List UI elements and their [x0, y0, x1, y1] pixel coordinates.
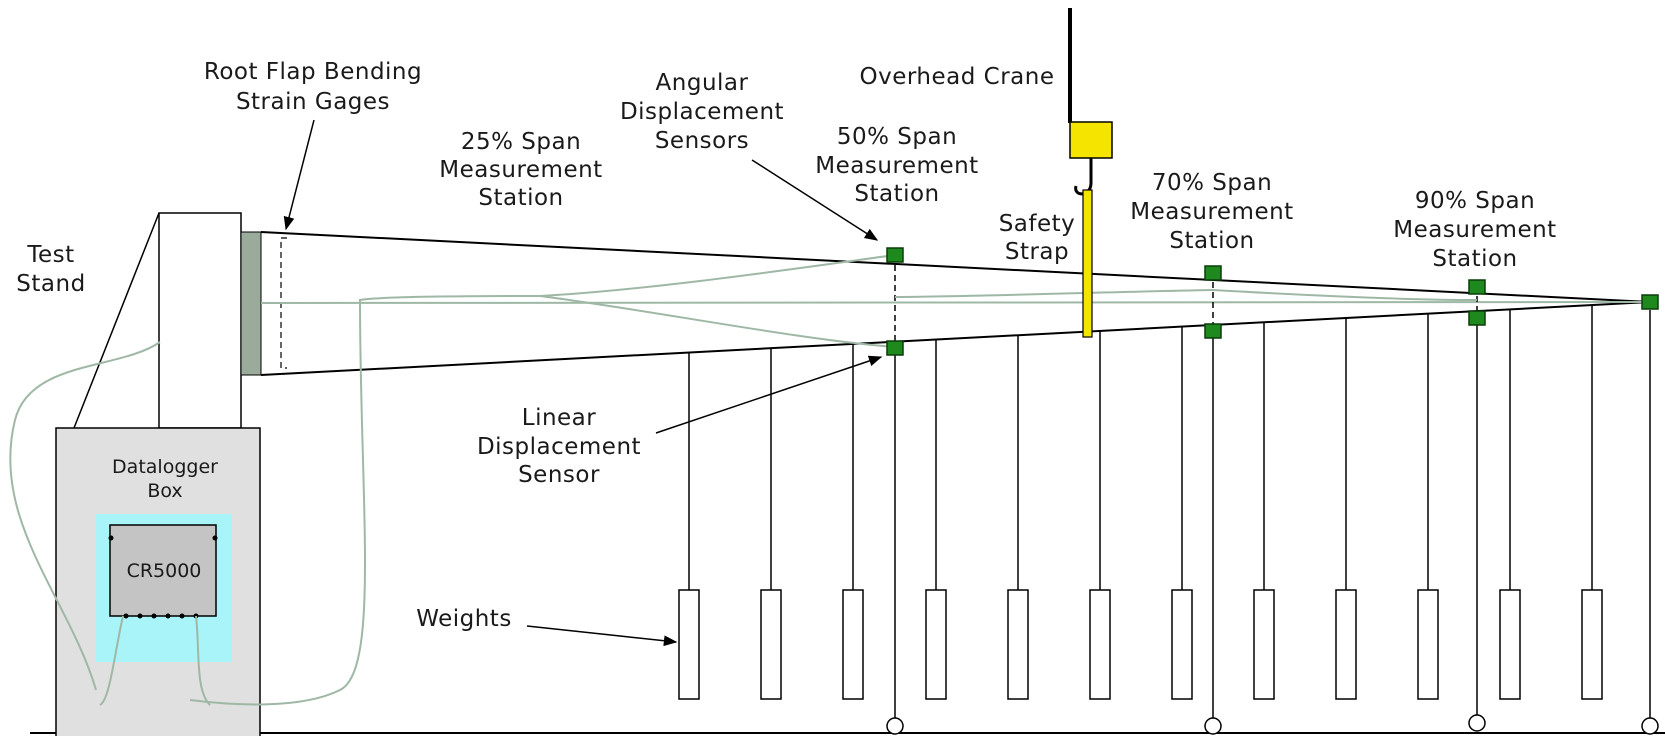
span90-label-3: Station	[1432, 246, 1517, 272]
weight	[760, 589, 782, 700]
floor-pivot	[1468, 714, 1486, 732]
span90-label-2: Measurement	[1393, 217, 1556, 243]
blade-root-plate	[240, 231, 262, 376]
crane-block	[1069, 121, 1113, 159]
weights-label: Weights	[416, 606, 512, 632]
angular-sensor-50-top	[886, 247, 904, 263]
cr5000-terminals	[108, 535, 218, 619]
weight	[1171, 589, 1193, 700]
root-flap-label-1: Root Flap Bending	[204, 59, 422, 85]
angular-sensor-70-bottom	[1204, 323, 1222, 339]
weight	[925, 589, 947, 700]
span25-label-3: Station	[478, 185, 563, 211]
weight	[1007, 589, 1029, 700]
crane-hook	[1074, 158, 1093, 196]
floor-pivot	[1641, 717, 1659, 735]
weight	[1499, 589, 1521, 700]
span50-label-1: 50% Span	[837, 124, 957, 150]
test-stand-label-1: Test	[26, 242, 74, 268]
angular-sensor-90-top	[1468, 279, 1486, 295]
datalogger-box	[55, 427, 261, 736]
root-flap-label-2: Strain Gages	[236, 89, 390, 115]
angular-sensors-label-1: Angular	[656, 70, 749, 96]
weight	[1335, 589, 1357, 700]
safety-strap-label-2: Strap	[1005, 239, 1069, 265]
linear-sensor-label-2: Displacement	[477, 434, 641, 460]
tip-sensor	[1641, 294, 1659, 310]
blade	[260, 231, 1651, 376]
angular-sensors-label-2: Displacement	[620, 99, 784, 125]
angular-sensors-label-3: Sensors	[655, 128, 749, 154]
weight	[1581, 589, 1603, 700]
weight	[842, 589, 864, 700]
angular-sensor-70-top	[1204, 265, 1222, 281]
sensors	[886, 247, 1659, 356]
cr5000-label: CR5000	[127, 560, 202, 582]
datalogger-label-2: Box	[147, 480, 182, 502]
span50-label-2: Measurement	[815, 153, 978, 179]
floor-pivot	[1204, 717, 1222, 735]
weight	[678, 589, 700, 700]
test-stand	[73, 212, 242, 429]
safety-strap-label-1: Safety	[999, 211, 1076, 237]
weight	[1253, 589, 1275, 700]
floor-pivot	[886, 717, 904, 735]
span25-label-1: 25% Span	[461, 129, 581, 155]
callout-arrows	[283, 119, 883, 647]
span25-label-2: Measurement	[439, 157, 602, 183]
linear-sensor-label-3: Sensor	[518, 462, 600, 488]
test-stand-label-2: Stand	[16, 271, 85, 297]
linear-displacement-rods	[886, 310, 1659, 735]
span70-label-3: Station	[1169, 228, 1254, 254]
cr5000-unit	[109, 524, 217, 617]
safety-strap	[1082, 189, 1093, 338]
angular-sensor-90-bottom	[1468, 310, 1486, 326]
weight	[1089, 589, 1111, 700]
datalogger-label-1: Datalogger	[112, 456, 218, 478]
span90-label-1: 90% Span	[1415, 188, 1535, 214]
span50-label-3: Station	[854, 181, 939, 207]
linear-sensor-label-1: Linear	[522, 405, 597, 431]
span70-label-2: Measurement	[1130, 199, 1293, 225]
overhead-crane	[1068, 8, 1113, 196]
overhead-crane-label: Overhead Crane	[860, 64, 1055, 90]
sensor-cables	[9, 254, 1478, 706]
weights-and-rods	[678, 305, 1603, 700]
angular-sensor-50-bottom	[886, 340, 904, 356]
weight	[1417, 589, 1439, 700]
span70-label-1: 70% Span	[1152, 170, 1272, 196]
